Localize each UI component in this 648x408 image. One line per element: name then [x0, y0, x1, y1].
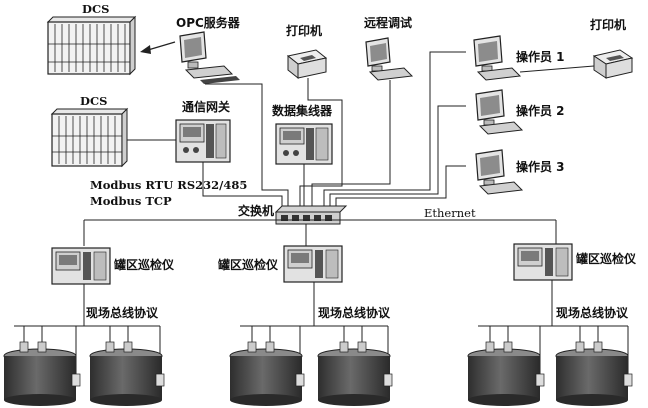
printer-right	[592, 49, 634, 79]
tank-inspector-right-device	[513, 243, 573, 281]
network-wires	[83, 51, 557, 246]
ethernet-switch	[274, 205, 348, 225]
label-operator-3: 操作员 3	[516, 160, 565, 174]
tank-inspector-left-device	[51, 247, 111, 285]
label-ethernet: Ethernet	[424, 206, 476, 220]
printer-center	[286, 49, 328, 80]
op1-to-printer-line	[519, 65, 595, 73]
operator-3-computer	[475, 149, 524, 195]
label-tank-inspector-left: 罐区巡检仪	[114, 258, 175, 272]
operator-2-computer	[475, 89, 524, 135]
label-printer-right: 打印机	[590, 18, 627, 32]
label-field-bus-mid: 现场总线协议	[318, 306, 391, 320]
tank-group-mid	[229, 341, 393, 406]
tank-group-right	[467, 341, 633, 406]
label-modbus-rtu: Modbus RTU RS232/485	[90, 178, 248, 192]
label-data-concentrator: 数据集线器	[272, 104, 333, 118]
label-tank-inspector-mid: 罐区巡检仪	[218, 258, 279, 272]
remote-debug-computer	[365, 37, 414, 81]
opc-server-computer	[179, 31, 240, 84]
label-modbus-tcp: Modbus TCP	[90, 194, 172, 208]
dcs-cabinet-top	[46, 15, 137, 76]
label-field-bus-right: 现场总线协议	[556, 306, 629, 320]
label-switch: 交换机	[238, 204, 275, 218]
data-concentrator-device	[275, 123, 333, 165]
tank-group-left	[3, 341, 165, 406]
label-remote-debug: 远程调试	[364, 16, 413, 30]
label-opc-server: OPC服务器	[176, 16, 240, 30]
dcs-cabinet-mid	[50, 107, 129, 168]
operator-1-computer	[473, 35, 522, 81]
label-field-bus-left: 现场总线协议	[86, 306, 159, 320]
label-dcs-mid: DCS	[80, 94, 108, 108]
arrow-head-icon	[140, 45, 151, 54]
label-gateway: 通信网关	[182, 100, 231, 114]
label-operator-2: 操作员 2	[516, 104, 565, 118]
label-printer-center: 打印机	[286, 24, 323, 38]
gateway-device	[175, 119, 231, 163]
label-dcs-top: DCS	[82, 2, 110, 16]
label-tank-inspector-right: 罐区巡检仪	[576, 252, 637, 266]
tank-inspector-mid-device	[283, 245, 343, 283]
label-operator-1: 操作员 1	[516, 50, 565, 64]
opc-to-dcs-arrow	[147, 41, 176, 51]
